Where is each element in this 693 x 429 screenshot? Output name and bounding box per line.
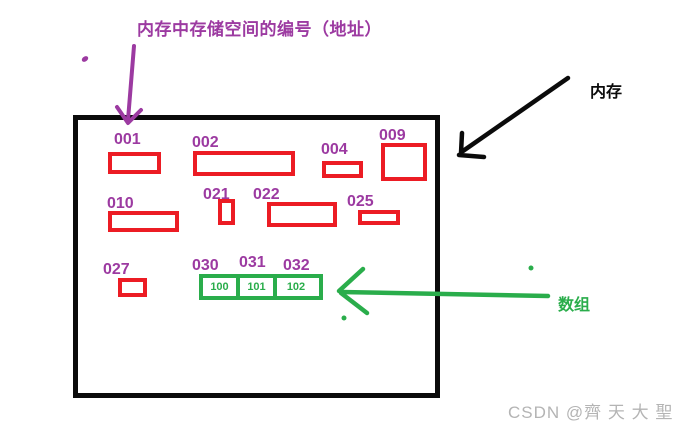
memory-cell-rect-022 (267, 202, 337, 227)
memory-cell-rect-021 (218, 199, 235, 225)
array-cell-value: 102 (286, 281, 306, 293)
memory-cell-label: 001 (114, 131, 141, 148)
memory-cell-rect-010 (108, 211, 179, 232)
page-title: 内存中存储空间的编号（地址） (137, 20, 382, 39)
array-cell-label: 032 (283, 257, 310, 274)
memory-cell-label: 025 (347, 193, 374, 210)
memory-cell-label: 021 (203, 186, 230, 203)
array-cell-value: 100 (203, 278, 240, 296)
ink-dot-green (528, 265, 534, 271)
memory-cell-label: 009 (379, 127, 406, 144)
array-cell-label: 031 (239, 254, 266, 271)
array-cell-value: 101 (240, 278, 277, 296)
memory-cell-rect-001 (108, 152, 161, 174)
memory-cell-rect-002 (193, 151, 295, 176)
memory-cell-label: 010 (107, 195, 134, 212)
memory-arrow-icon (456, 75, 571, 160)
memory-cell-label: 027 (103, 261, 130, 278)
memory-cell-rect-004 (322, 161, 363, 178)
memory-cell-rect-025 (358, 210, 400, 225)
array-box: 100 101 102 (199, 274, 323, 300)
array-annotation-label: 数组 (558, 297, 591, 314)
array-cell-label: 030 (192, 257, 219, 274)
memory-annotation-label: 内存 (590, 84, 623, 101)
memory-cell-label: 002 (192, 134, 219, 151)
address-arrow-icon (115, 44, 143, 125)
memory-cell-rect-009 (381, 143, 427, 181)
memory-cell-label: 004 (321, 141, 348, 158)
memory-cell-rect-027 (118, 278, 147, 297)
watermark: CSDN @齊 天 大 聖 (508, 403, 674, 422)
memory-cell-label: 022 (253, 186, 280, 203)
ink-dot-purple (81, 56, 89, 62)
